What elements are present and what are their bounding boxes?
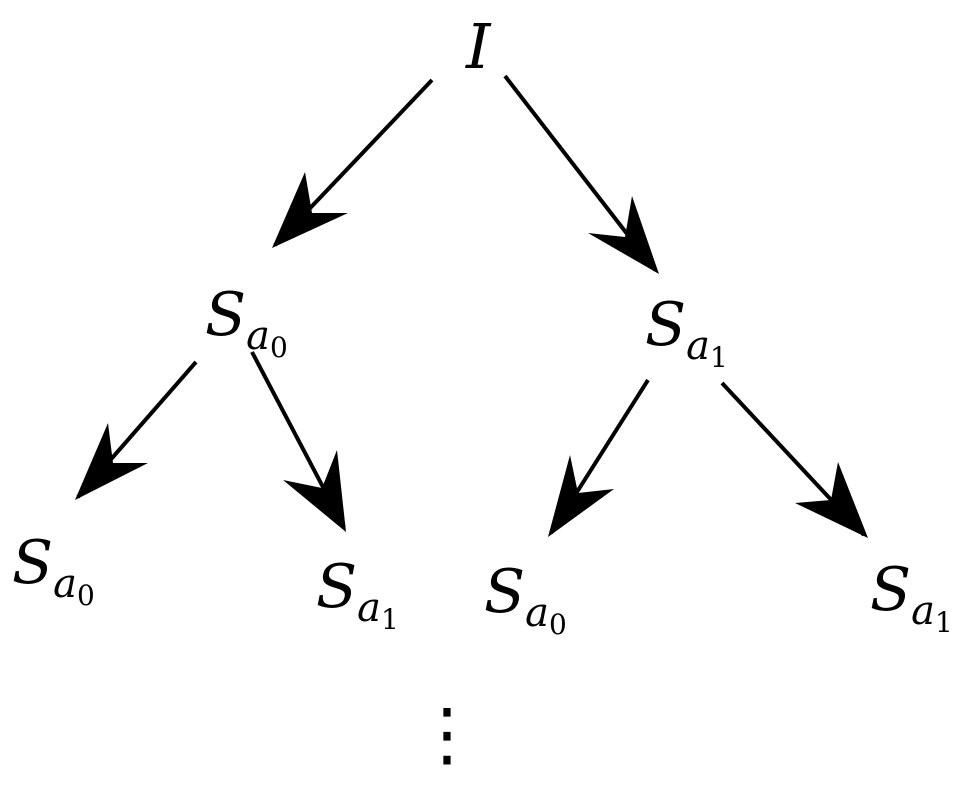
node-level1-left: Sa0: [205, 280, 288, 364]
node-level2-1: Sa0: [12, 528, 95, 612]
node-root-label: I: [465, 10, 492, 83]
arrowhead-sa1-to-sa0: [548, 455, 614, 537]
node-level1-right-label: Sa1: [645, 290, 728, 374]
arrowhead-sa0-to-left-sa0: [75, 423, 148, 500]
node-root: I: [465, 10, 492, 83]
node-level1-left-label: Sa0: [205, 280, 288, 364]
node-level2-2: Sa1: [316, 552, 399, 636]
arrowhead-sa0-to-sa1: [283, 450, 346, 532]
continuation-ellipsis: ⋮: [412, 693, 482, 775]
node-level2-1-label: Sa0: [12, 528, 95, 612]
node-level2-2-label: Sa1: [316, 552, 399, 636]
continuation-ellipsis-text: ⋮: [412, 693, 482, 775]
arrowhead-root-to-sa0: [272, 172, 348, 248]
node-level2-4-label: Sa1: [870, 555, 953, 639]
node-level2-3: Sa0: [484, 557, 567, 641]
arrowhead-sa1-to-right-sa1: [795, 462, 868, 538]
node-level1-right: Sa1: [645, 290, 728, 374]
arrowhead-root-to-sa1: [588, 196, 659, 274]
edges: [75, 74, 868, 538]
node-level2-3-label: Sa0: [484, 557, 567, 641]
node-level2-4: Sa1: [870, 555, 953, 639]
